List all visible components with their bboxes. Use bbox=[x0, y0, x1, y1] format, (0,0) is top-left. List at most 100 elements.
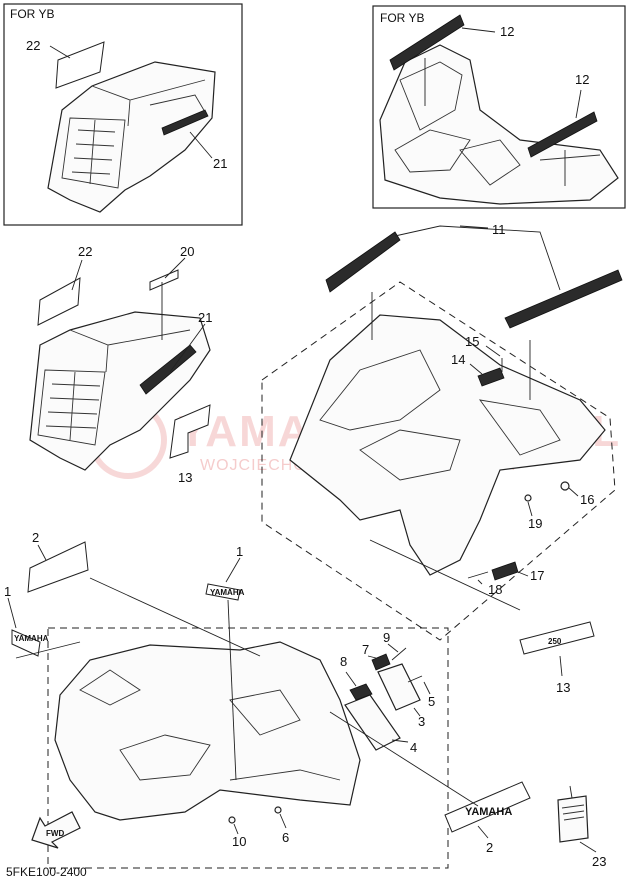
rear-group-outline bbox=[261, 281, 616, 641]
inset-rear-fender bbox=[379, 44, 619, 205]
callout-21-front: 21 bbox=[198, 310, 212, 325]
inset-title-right: FOR YB bbox=[380, 11, 424, 25]
callout-14: 14 bbox=[451, 352, 465, 367]
lead-6 bbox=[279, 813, 287, 829]
callout-22-inset: 22 bbox=[26, 38, 40, 53]
callout-1-left: 1 bbox=[4, 584, 11, 599]
inset-rear-fender-yb: FOR YB 12 12 bbox=[372, 5, 626, 209]
lead-2-bottom bbox=[477, 825, 489, 839]
callout-11: 11 bbox=[492, 222, 506, 237]
lead-1-left-drop bbox=[15, 641, 81, 659]
front-fender-ridge bbox=[69, 329, 191, 373]
inset-decal-12-bottom bbox=[527, 111, 598, 158]
callout-23: 23 bbox=[592, 854, 606, 869]
inset-front-fender bbox=[47, 61, 216, 213]
decal-2-top: 2 bbox=[27, 530, 261, 657]
lead-8 bbox=[345, 671, 357, 687]
inset-lead-22 bbox=[49, 45, 71, 59]
callout-21-inset: 21 bbox=[213, 156, 227, 171]
inset-fender-detail bbox=[394, 61, 601, 186]
callout-2-top: 2 bbox=[32, 530, 39, 545]
decal-21-front bbox=[139, 344, 197, 395]
front-fender-bottom-detail bbox=[79, 669, 341, 781]
inset-frame-right bbox=[372, 5, 626, 209]
lead-21-front bbox=[169, 323, 206, 373]
callout-2-bottom: 2 bbox=[486, 840, 493, 855]
pad-8 bbox=[349, 683, 373, 701]
front-group-outline bbox=[47, 627, 449, 869]
decal-11-right bbox=[504, 269, 623, 329]
decal-13-emblem: 250 13 bbox=[519, 621, 595, 695]
screw-9 bbox=[391, 647, 407, 661]
decal-2-bottom-shape bbox=[444, 781, 531, 833]
lead-2-top bbox=[37, 544, 47, 561]
decal-11-left bbox=[325, 231, 401, 293]
lead-2-top-drop bbox=[89, 577, 261, 657]
reflector-17 bbox=[491, 561, 519, 581]
fwd-arrow-shape bbox=[31, 811, 81, 849]
screw-6 bbox=[274, 806, 282, 814]
lead-18 bbox=[477, 579, 483, 585]
screw-5 bbox=[407, 675, 423, 683]
inset-title-left: FOR YB bbox=[10, 7, 54, 21]
lead-1-drop bbox=[227, 599, 237, 781]
callout-10: 10 bbox=[232, 834, 246, 849]
clip-16 bbox=[560, 481, 570, 491]
inset-front-fender-yb: FOR YB 22 21 bbox=[3, 3, 243, 226]
decal-20-front bbox=[149, 269, 179, 291]
callout-5: 5 bbox=[428, 694, 435, 709]
lead-22-front bbox=[71, 259, 83, 291]
callout-17: 17 bbox=[530, 568, 544, 583]
decal-1-left-shape bbox=[11, 629, 41, 657]
inset-frame-left bbox=[3, 3, 243, 226]
inset-lead-21 bbox=[189, 131, 213, 159]
decal-1-left-text: YAMAHA bbox=[14, 634, 49, 643]
callout-16: 16 bbox=[580, 492, 594, 507]
decal-22-front bbox=[37, 277, 81, 326]
inset-decal-21 bbox=[161, 109, 209, 136]
lead-10 bbox=[233, 823, 239, 835]
decal-1-left: YAMAHA 1 bbox=[4, 584, 81, 659]
lead-7 bbox=[367, 655, 377, 659]
callout-12-inset-bottom: 12 bbox=[575, 72, 589, 87]
inset-decal-22 bbox=[55, 41, 105, 89]
front-fender-grille bbox=[37, 369, 106, 446]
decal-1-center-shape bbox=[205, 583, 241, 601]
decal-13-left bbox=[169, 404, 211, 459]
fwd-arrow-icon: FWD bbox=[31, 811, 81, 849]
lead-20-front bbox=[161, 257, 186, 340]
front-fender-front-part bbox=[29, 311, 211, 471]
decal-2-top-shape bbox=[27, 541, 89, 593]
lead-3 bbox=[413, 707, 421, 717]
inset-decal-12-top bbox=[389, 14, 465, 71]
lead-2-bottom-drop bbox=[329, 711, 479, 807]
callout-4: 4 bbox=[410, 740, 417, 755]
lead-9 bbox=[387, 643, 399, 653]
callout-1-center: 1 bbox=[236, 544, 243, 559]
inset-fender-grille bbox=[61, 117, 126, 189]
screw-10 bbox=[228, 816, 236, 824]
callout-13-left: 13 bbox=[178, 470, 192, 485]
fwd-label: FWD bbox=[46, 829, 64, 838]
callout-9: 9 bbox=[383, 630, 390, 645]
callout-20-front: 20 bbox=[180, 244, 194, 259]
lead-1-left bbox=[7, 597, 17, 629]
callout-22-front: 22 bbox=[78, 244, 92, 259]
rear-fender-assembly: 11 15 14 16 19 17 18 bbox=[261, 222, 623, 641]
emblem-text: 250 bbox=[548, 637, 562, 646]
inset-fender-ridge bbox=[91, 79, 206, 127]
front-fender-bottom bbox=[54, 641, 361, 821]
inset-lead-12-bottom bbox=[575, 89, 582, 119]
callout-6: 6 bbox=[282, 830, 289, 845]
callout-12-inset-top: 12 bbox=[500, 24, 514, 39]
lead-19 bbox=[527, 501, 533, 517]
callout-8: 8 bbox=[340, 654, 347, 669]
lead-14 bbox=[469, 363, 483, 375]
callout-19: 19 bbox=[528, 516, 542, 531]
rear-fender bbox=[289, 314, 606, 576]
emblem-plate bbox=[519, 621, 595, 655]
lead-4 bbox=[391, 739, 409, 743]
lead-13-right bbox=[559, 655, 563, 677]
decal-1-center: YAMAHA 1 bbox=[205, 544, 245, 601]
